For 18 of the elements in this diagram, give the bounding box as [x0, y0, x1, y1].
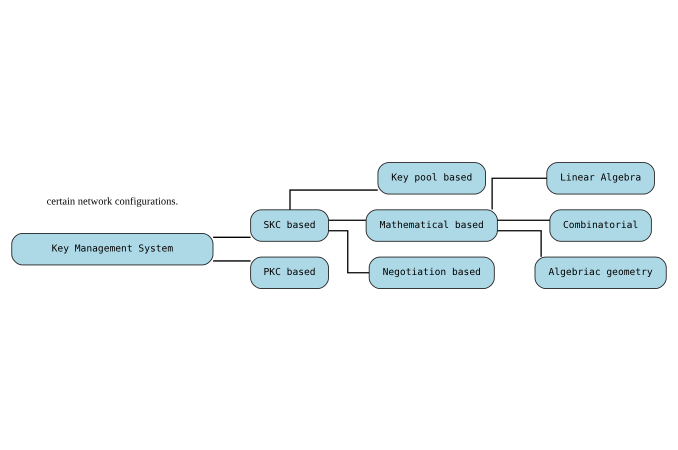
node-box: PKC based [250, 256, 329, 288]
connector [213, 260, 251, 262]
label: certain network configurations. [46, 196, 178, 208]
node-box: Combinatorial [549, 208, 652, 242]
connector [498, 219, 550, 220]
connector [491, 177, 547, 209]
connector [213, 236, 251, 238]
connector [328, 219, 366, 220]
node-box: SKC based [250, 208, 329, 242]
node-box: Key pool based [378, 162, 486, 194]
connector [289, 188, 378, 209]
connector [328, 230, 370, 273]
node-box: Linear Algebra [546, 162, 655, 194]
node-box: Key Management System [11, 232, 214, 265]
node-box: Mathematical based [366, 208, 498, 242]
node-box: Algebriac geometry [534, 256, 667, 288]
node-box: Negotiation based [368, 256, 495, 288]
connector [498, 230, 542, 256]
